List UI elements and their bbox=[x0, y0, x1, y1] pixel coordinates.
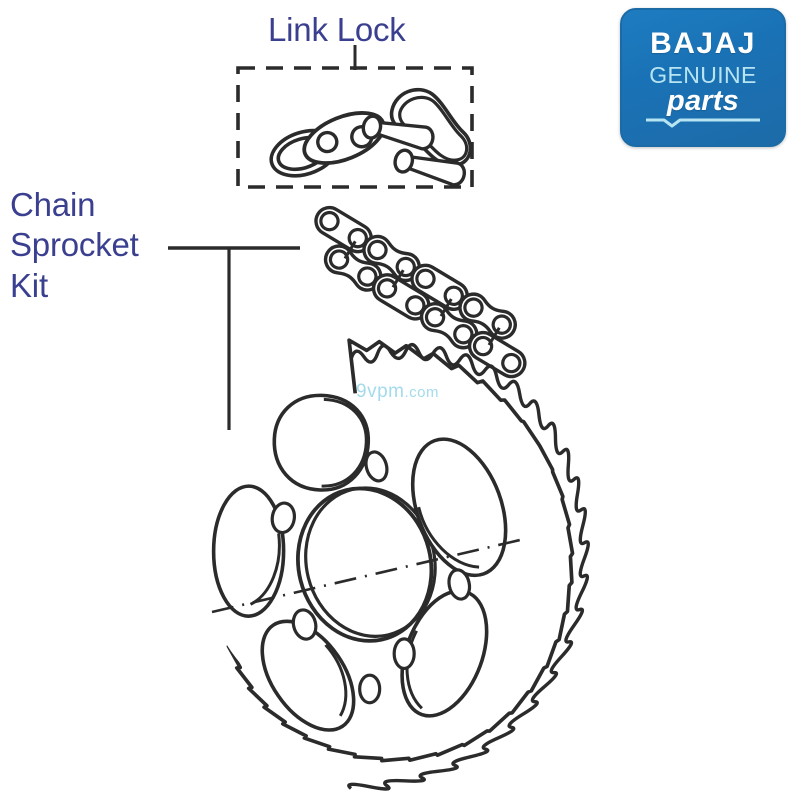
drive-chain bbox=[309, 200, 532, 384]
watermark-text: 9vpm bbox=[356, 381, 405, 402]
link-lock-pin-link bbox=[361, 87, 473, 187]
logo-underline-swoosh-icon bbox=[646, 118, 760, 128]
sprocket-center-bore bbox=[296, 486, 437, 643]
logo-parts-text: parts bbox=[667, 85, 739, 118]
link-lock-dashed-box bbox=[236, 66, 474, 189]
label-link-lock: Link Lock bbox=[268, 11, 406, 48]
chain-sprocket-kit-leader-line bbox=[168, 246, 300, 430]
sprocket-tooth-overlay bbox=[347, 342, 590, 791]
bajaj-genuine-parts-logo: BAJAJ GENUINE parts bbox=[620, 8, 786, 147]
logo-parts-wrap: parts bbox=[644, 87, 762, 128]
sprocket-axis-centerline bbox=[211, 538, 521, 614]
link-lock-plate bbox=[302, 111, 386, 165]
sprocket-bolt-holes bbox=[270, 450, 472, 705]
link-lock-parts-group bbox=[269, 87, 473, 187]
site-watermark: 9vpm.com bbox=[356, 381, 439, 403]
logo-brand-text: BAJAJ bbox=[650, 26, 756, 60]
logo-genuine-text: GENUINE bbox=[649, 61, 757, 88]
label-chain-sprocket-kit: Chain Sprocket Kit bbox=[10, 186, 139, 304]
watermark-tld: .com bbox=[404, 384, 439, 401]
rear-sprocket bbox=[202, 338, 575, 763]
